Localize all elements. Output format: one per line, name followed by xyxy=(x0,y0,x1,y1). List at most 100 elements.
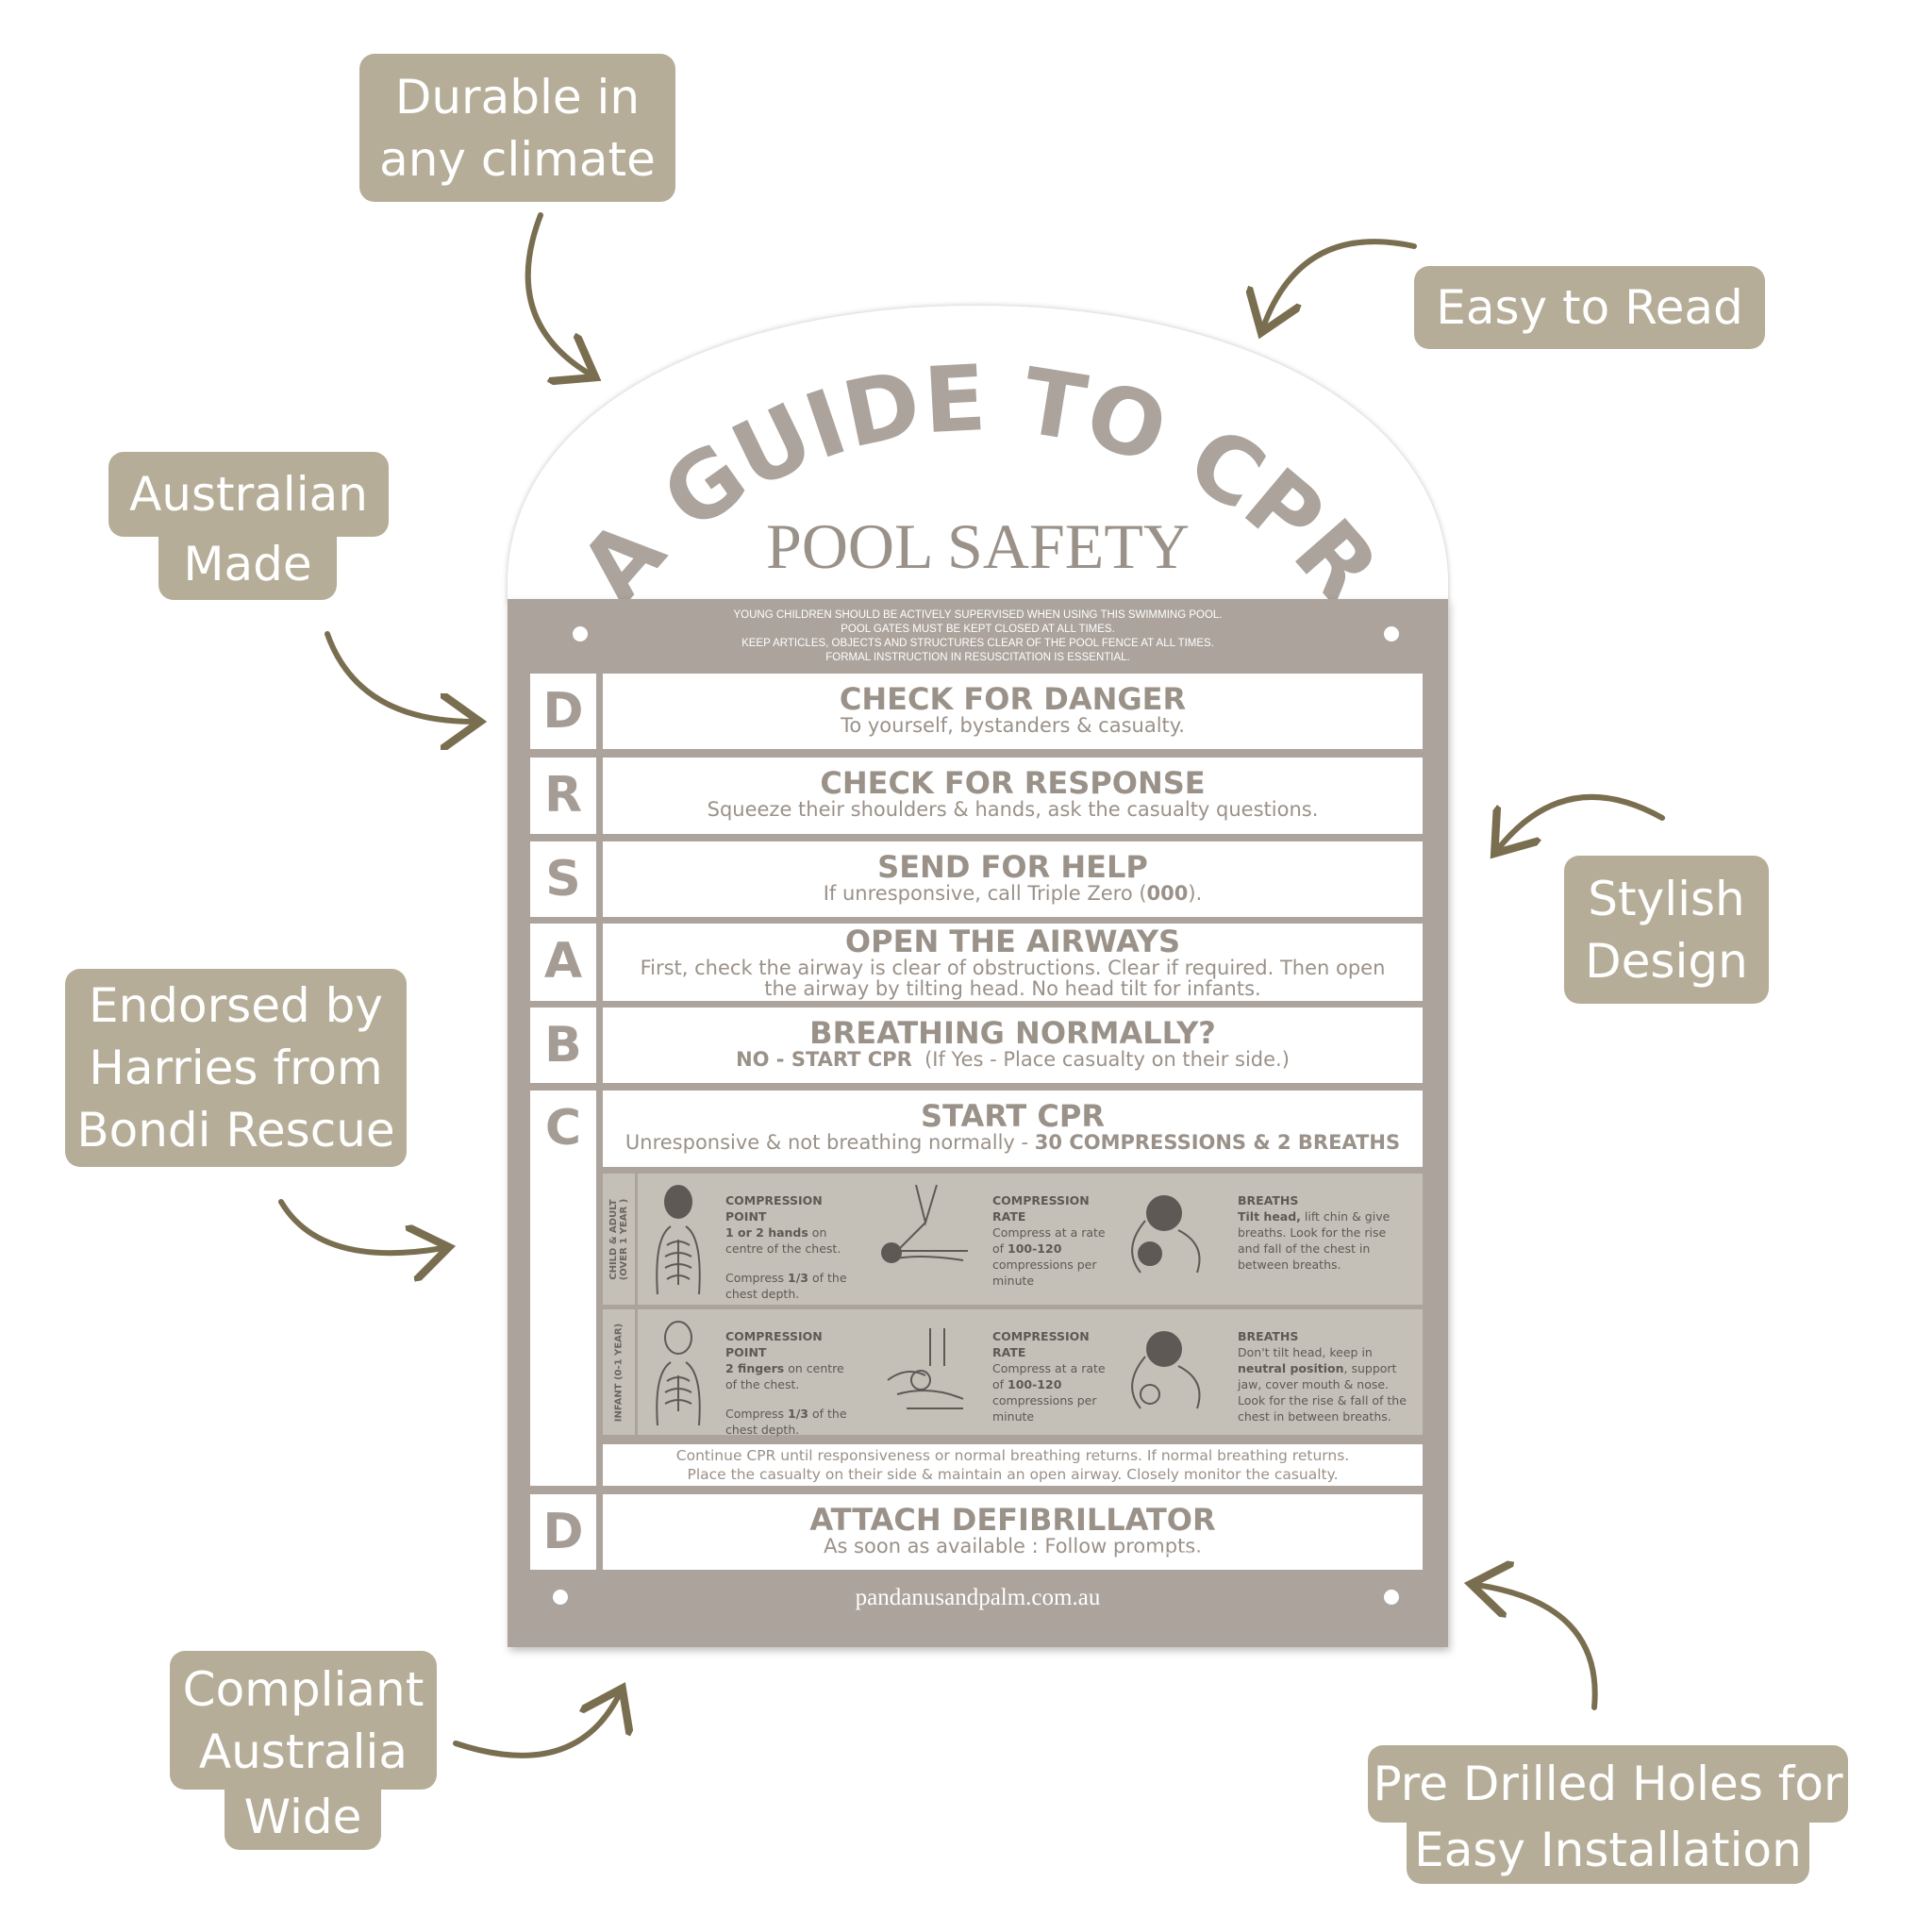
callout-compliant: Compliant Australia xyxy=(170,1651,437,1790)
text-segment: , support jaw, cover mouth & nose. Look … xyxy=(1238,1361,1407,1424)
callout-made: Made xyxy=(158,528,337,600)
step-letter: R xyxy=(530,758,596,834)
step-sub: If unresponsive, call Triple Zero (000). xyxy=(603,883,1423,904)
notice-line: FORMAL INSTRUCTION IN RESUSCITATION IS E… xyxy=(825,652,1130,663)
text-segment: 1 or 2 hands xyxy=(725,1225,808,1240)
callout-easy-install: Easy Installation xyxy=(1407,1816,1809,1884)
text-segment: Compress at a rate of xyxy=(992,1361,1106,1391)
notice-line: KEEP ARTICLES, OBJECTS AND STRUCTURES CL… xyxy=(741,638,1214,649)
step-title: OPEN THE AIRWAYS xyxy=(844,924,1181,959)
step-letter: C xyxy=(530,1091,596,1486)
step-response: CHECK FOR RESPONSE Squeeze their shoulde… xyxy=(603,758,1423,834)
cell-text: Compress at a rate of 100-120 compressio… xyxy=(992,1224,1115,1289)
text-segment: Don't tilt head, keep in xyxy=(1238,1345,1373,1359)
text-segment: 100-120 xyxy=(1008,1377,1062,1391)
step-title: ATTACH DEFIBRILLATOR xyxy=(809,1502,1216,1538)
step-sub: As soon as available : Follow prompts. xyxy=(824,1535,1202,1557)
callout-line: Australia xyxy=(198,1724,408,1779)
callout-line: Stylish xyxy=(1588,871,1745,926)
callout-durable: Durable in any climate xyxy=(359,54,675,202)
callout-stylish: Stylish Design xyxy=(1564,856,1769,1004)
text-segment: 2 fingers xyxy=(725,1361,785,1375)
step-letter: A xyxy=(530,924,596,1001)
callout-endorsed: Endorsed by Harries from Bondi Rescue xyxy=(65,969,407,1167)
step-sub: To yourself, bystanders & casualty. xyxy=(841,714,1185,737)
text-segment: Compress xyxy=(725,1407,789,1421)
notice-line: POOL GATES MUST BE KEPT CLOSED AT ALL TI… xyxy=(841,624,1115,635)
text-segment: compressions per minute xyxy=(992,1257,1097,1288)
text-segment: If unresponsive, call Triple Zero ( xyxy=(823,882,1147,905)
mounting-hole xyxy=(1384,1590,1399,1605)
chest-illustration xyxy=(656,1321,701,1425)
cell-text: Tilt head, lift chin & give breaths. Loo… xyxy=(1238,1208,1407,1273)
text-segment: 1/3 xyxy=(788,1407,809,1421)
callout-line: any climate xyxy=(379,131,656,187)
step-letter: S xyxy=(530,841,596,917)
step-letter: B xyxy=(530,1008,596,1083)
note-line: Place the casualty on their side & maint… xyxy=(687,1466,1339,1483)
text-segment: neutral position xyxy=(1238,1361,1344,1375)
cell-text: 2 fingers on centre of the chest. xyxy=(725,1360,858,1392)
cell-text: Compress 1/3 of the chest depth. xyxy=(725,1406,858,1438)
step-title: SEND FOR HELP xyxy=(877,849,1148,885)
arrow-easy xyxy=(1263,239,1417,327)
text-segment: Tilt head, xyxy=(1238,1209,1301,1224)
website: pandanusandpalm.com.au xyxy=(855,1585,1101,1610)
cell-heading: BREATHS xyxy=(1238,1193,1299,1208)
cell-heading: COMPRESSION RATE xyxy=(992,1193,1090,1224)
arrow-australian xyxy=(325,631,475,722)
callout-line: Bondi Rescue xyxy=(76,1103,395,1158)
compression-illustration xyxy=(887,1328,964,1409)
text-segment: lift chin & give breaths. Look for the r… xyxy=(1238,1209,1391,1272)
cell-heading: COMPRESSION POINT xyxy=(725,1193,823,1224)
text-segment: 100-120 xyxy=(1008,1241,1062,1256)
text-segment: Compress at a rate of xyxy=(992,1225,1106,1256)
arrow-drilled xyxy=(1476,1585,1598,1710)
step-title: CHECK FOR DANGER xyxy=(839,681,1187,717)
mounting-hole xyxy=(553,1590,568,1605)
text-segment: of the chest depth. xyxy=(725,1271,847,1301)
mounting-hole xyxy=(1384,626,1399,641)
text-segment: compressions per minute xyxy=(992,1393,1097,1424)
continue-cpr-note: Continue CPR until responsiveness or nor… xyxy=(603,1444,1423,1486)
cell-text: 1 or 2 hands on centre of the chest. xyxy=(725,1224,848,1257)
panel-label: INFANT (0-1 YEAR) xyxy=(613,1323,625,1422)
step-title: CHECK FOR RESPONSE xyxy=(820,765,1206,801)
text-segment: ). xyxy=(1188,882,1203,905)
step-sub: Squeeze their shoulders & hands, ask the… xyxy=(707,798,1319,821)
callout-line: Durable in xyxy=(394,69,641,125)
step-breathing: BREATHING NORMALLY? NO - START CPR (If Y… xyxy=(603,1008,1423,1083)
cell-text: Don't tilt head, keep in neutral positio… xyxy=(1238,1344,1412,1424)
breaths-illustration xyxy=(1131,1195,1201,1274)
text-segment: on centre of the chest. xyxy=(725,1361,844,1391)
label-line: (OVER 1 YEAR ) xyxy=(619,1198,629,1280)
cell-heading: COMPRESSION RATE xyxy=(992,1329,1090,1359)
step-letter: D xyxy=(530,674,596,749)
step-sub: Unresponsive & not breathing normally - … xyxy=(603,1132,1423,1153)
breaths-illustration xyxy=(1131,1331,1201,1409)
text-segment: 000 xyxy=(1146,882,1189,905)
pool-notice: YOUNG CHILDREN SHOULD BE ACTIVELY SUPERV… xyxy=(508,608,1448,665)
callout-wide: Wide xyxy=(225,1783,381,1850)
text-segment: 1/3 xyxy=(788,1271,809,1285)
text-segment: 30 COMPRESSIONS & 2 BREATHS xyxy=(1034,1131,1401,1154)
sign-arch xyxy=(508,306,1448,604)
panel-child-adult: CHILD & ADULT(OVER 1 YEAR ) COMPRESSION … xyxy=(603,1174,1423,1305)
callout-line: Harries from xyxy=(89,1041,383,1095)
callout-line: Endorsed by xyxy=(89,978,383,1033)
panel-label: CHILD & ADULT(OVER 1 YEAR ) xyxy=(608,1198,629,1280)
cell-heading: COMPRESSION POINT xyxy=(725,1329,823,1359)
step-title: BREATHING NORMALLY? xyxy=(809,1015,1216,1051)
callout-australian: Australian xyxy=(108,452,389,537)
text-segment: on centre of the chest. xyxy=(725,1225,841,1256)
sign-subtitle: POOL SAFETY xyxy=(766,510,1190,582)
arrow-durable xyxy=(525,212,591,375)
step-danger: CHECK FOR DANGER To yourself, bystanders… xyxy=(603,674,1423,749)
